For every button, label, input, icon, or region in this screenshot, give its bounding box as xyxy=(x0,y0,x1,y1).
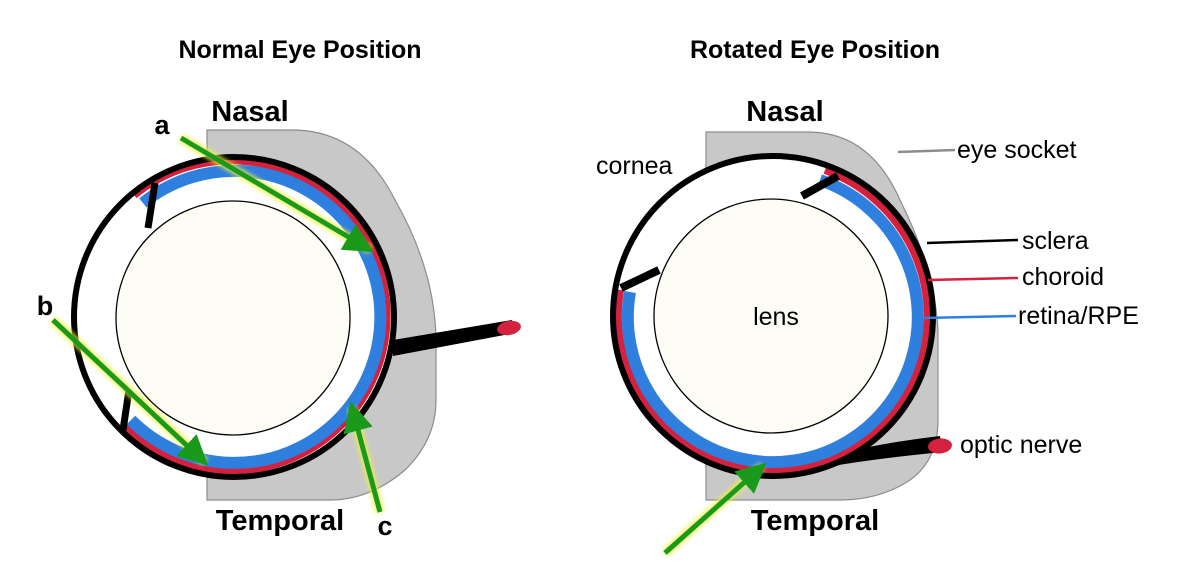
arrow-rotated xyxy=(661,462,767,557)
temporal-label: Temporal xyxy=(751,505,879,537)
sclera-leader xyxy=(926,238,1019,245)
arrow-c xyxy=(343,401,385,514)
optic-nerve-label: optic nerve xyxy=(960,431,1082,459)
retina-layer xyxy=(621,174,924,469)
arrow-label-a: a xyxy=(154,110,170,140)
ciliary-mark-top xyxy=(144,182,159,229)
arrow-a xyxy=(178,134,375,254)
sclera-layer xyxy=(610,153,936,479)
ciliary-mark-top xyxy=(800,172,840,200)
retina-leader xyxy=(921,314,1017,320)
retina-label: retina/RPE xyxy=(1018,302,1139,330)
choroid-leader xyxy=(927,276,1019,282)
lens xyxy=(653,198,889,434)
sclera-layer xyxy=(71,154,397,480)
arrow-label-b: b xyxy=(37,291,54,321)
nasal-label: Nasal xyxy=(746,96,823,128)
nasal-label: Nasal xyxy=(211,96,288,128)
optic-nerve xyxy=(393,320,521,356)
eye-socket-label: eye socket xyxy=(957,136,1077,164)
cornea-label: cornea xyxy=(596,152,673,180)
sclera-label: sclera xyxy=(1022,227,1089,255)
arrow-b xyxy=(49,316,209,466)
choroid-layer xyxy=(613,166,932,475)
lens-label: lens xyxy=(753,303,799,331)
ciliary-mark-bottom xyxy=(619,266,661,292)
panel-title: Normal Eye Position xyxy=(178,36,421,64)
choroid-label: choroid xyxy=(1022,263,1104,291)
choroid-layer xyxy=(120,156,391,475)
ciliary-mark-bottom xyxy=(119,389,133,431)
temporal-label: Temporal xyxy=(216,505,344,537)
panel-normal-eye: Normal Eye Position Nasal Temporal a b xyxy=(37,36,521,541)
panel-rotated-eye: Rotated Eye Position Nasal Temporal lens… xyxy=(596,36,1139,557)
panel-title: Rotated Eye Position xyxy=(690,36,940,64)
arrow-label-c: c xyxy=(377,511,392,541)
eye-socket-leader xyxy=(897,148,956,154)
lens xyxy=(115,200,351,436)
